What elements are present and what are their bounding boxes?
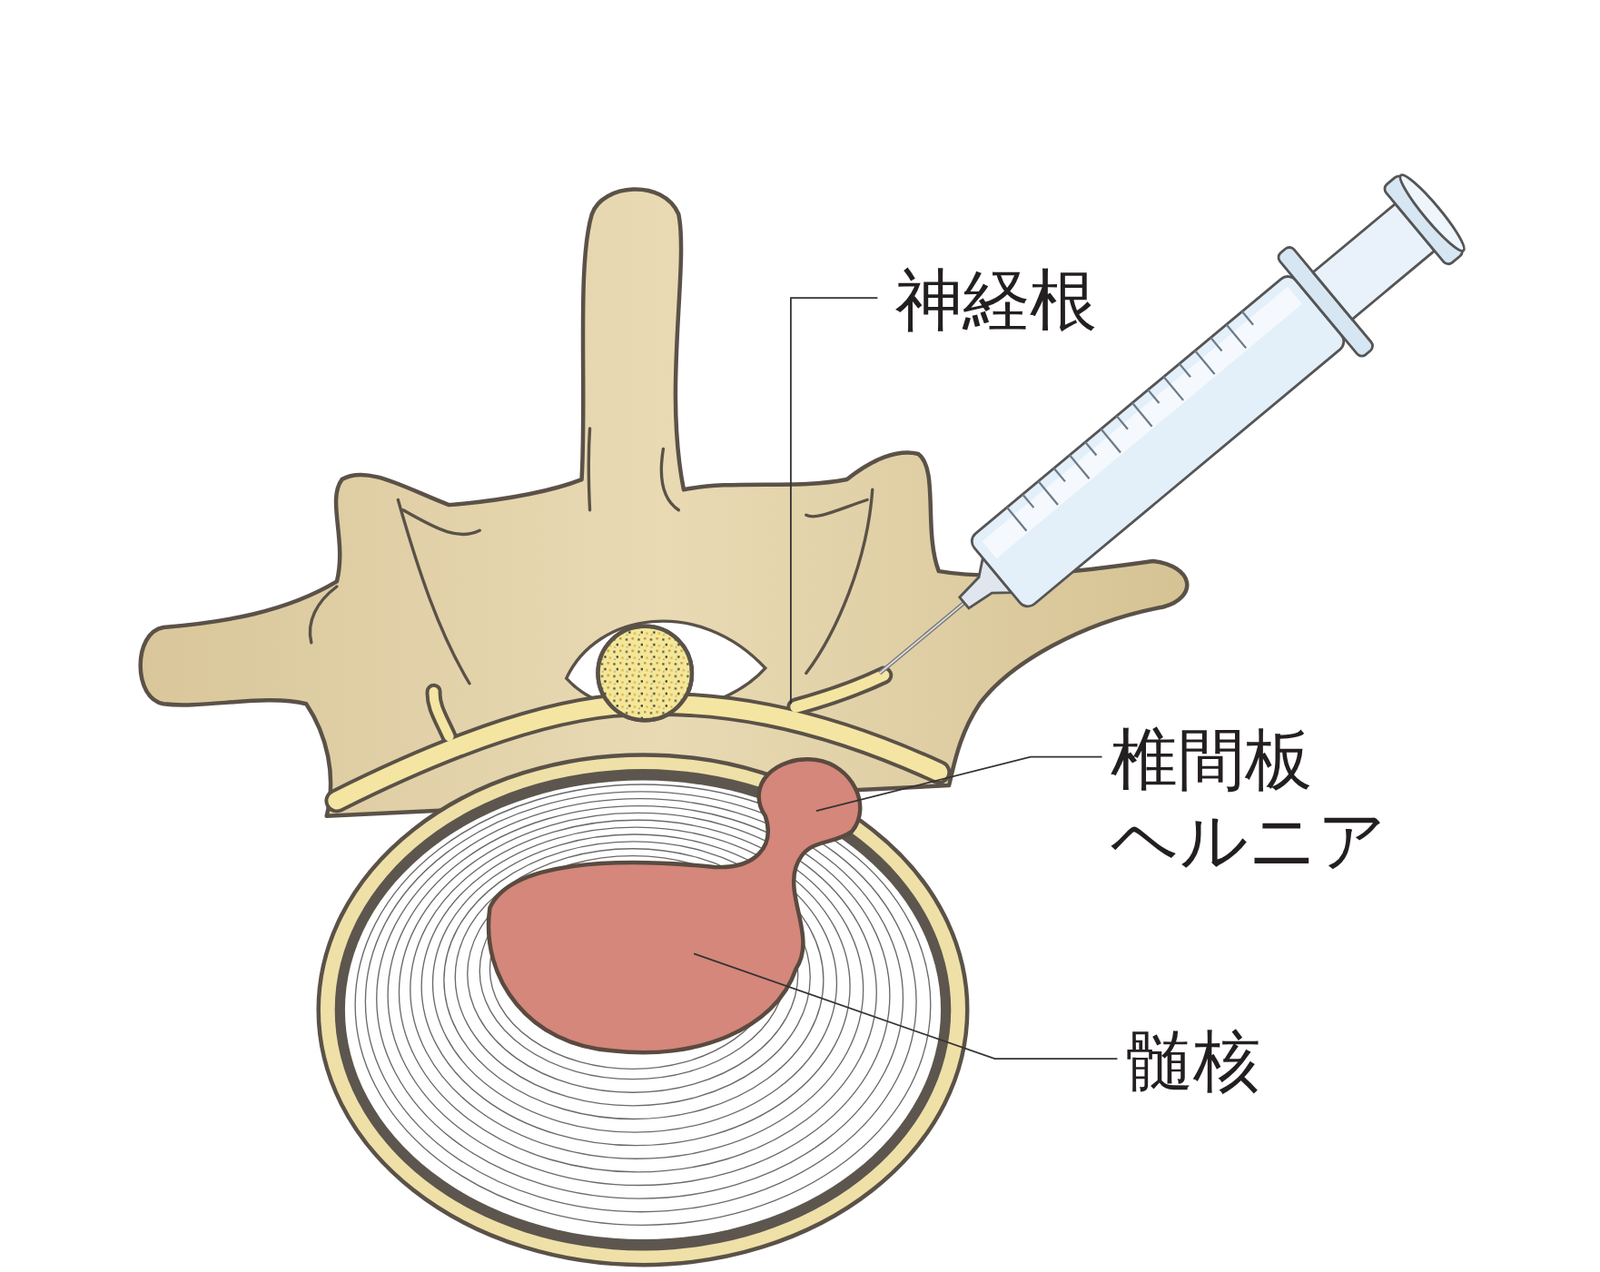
part-label: 髄核	[1125, 1020, 1261, 1102]
disc-outer	[318, 754, 968, 1265]
syringe	[837, 157, 1482, 725]
part-label: 椎間板 ヘルニア	[1110, 719, 1474, 881]
dural-sac	[598, 626, 692, 721]
leader-line	[693, 297, 1117, 1059]
part-label: 神経根	[895, 259, 1097, 341]
nucleus-pulposus	[488, 759, 860, 1053]
vertebra-bone	[140, 189, 1188, 817]
